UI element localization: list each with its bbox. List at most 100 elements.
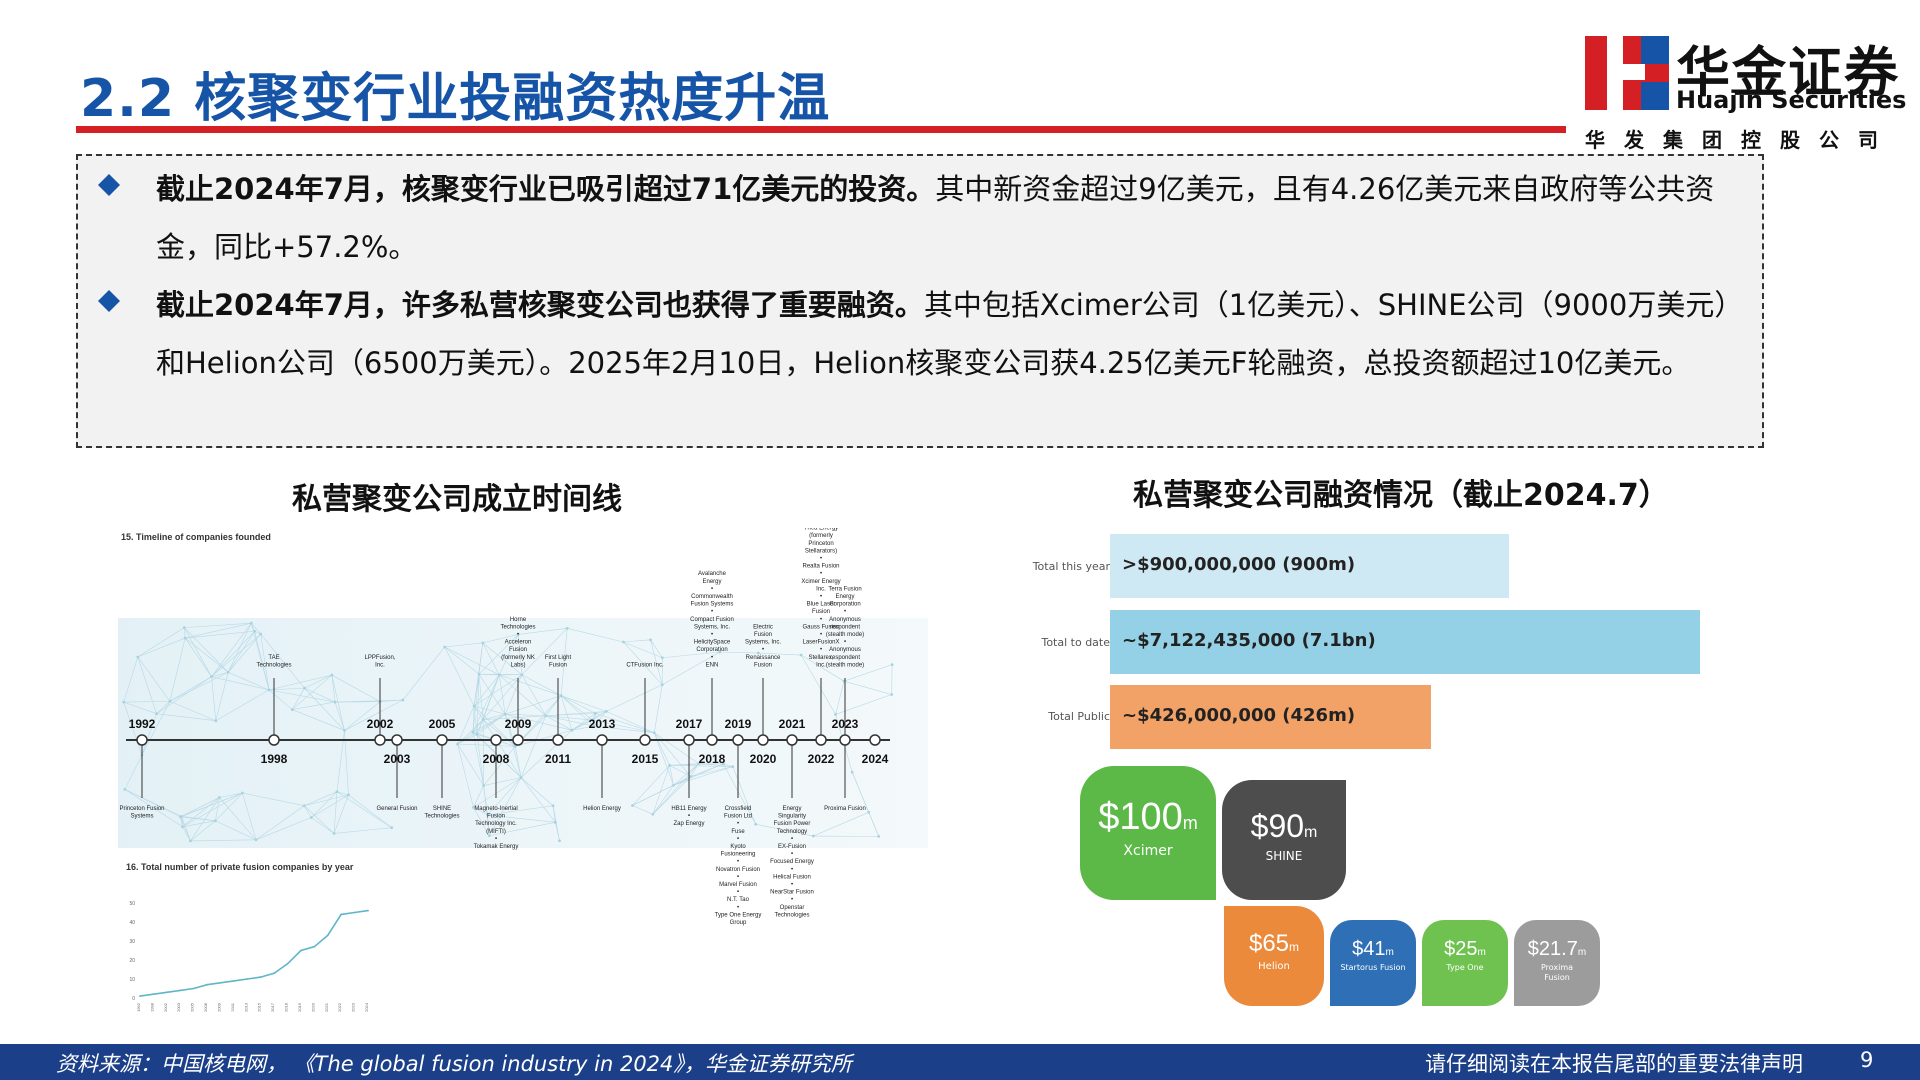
x-tick-label: 2023	[351, 1002, 356, 1012]
card-amount: $41	[1352, 938, 1386, 960]
timeline-year-label: 2021	[779, 717, 806, 731]
logo-subtitle: 华发集团控股公司	[1585, 128, 1897, 152]
growth-line	[139, 909, 369, 997]
card-unit: m	[1304, 824, 1318, 841]
diamond-bullet-icon	[98, 290, 120, 312]
y-tick-label: 10	[129, 977, 135, 983]
timeline-year-label: 2024	[862, 752, 889, 766]
card-name: Startorus Fusion	[1340, 963, 1406, 972]
timeline-year-label: 2020	[750, 752, 777, 766]
company-card-shine: $90m SHINE	[1222, 780, 1346, 900]
x-tick-label: 1998	[149, 1002, 154, 1012]
card-amount: $100	[1098, 796, 1183, 838]
company-card-helion: $65m Helion	[1224, 906, 1324, 1006]
growth-point	[192, 987, 195, 990]
growth-point	[313, 945, 316, 948]
funding-bar-to-date: ~$7,122,435,000 (7.1bn)	[1110, 610, 1700, 674]
card-amount: $21.7	[1527, 938, 1578, 960]
card-amount: $65	[1248, 930, 1290, 957]
bullet-text: 其中新资金超过9亿美元，且有4.26亿美元来自政府等公共资金，同比+57.2%。	[156, 172, 1715, 264]
timeline-item-2022: 2022Deutelio•Thea Energy(formerlyPrincet…	[801, 528, 840, 766]
card-unit: m	[1577, 947, 1587, 958]
y-tick-label: 20	[129, 958, 135, 964]
bullet-text: 其中包括Xcimer公司（1亿美元）、SHINE公司（9000万美元）和Heli…	[156, 288, 1744, 380]
timeline-section-title: 私营聚变公司成立时间线	[292, 482, 622, 517]
x-tick-label: 2018	[284, 1002, 289, 1012]
timeline-year-label: 2005	[429, 717, 456, 731]
growth-chart-title: 16. Total number of private fusion compa…	[126, 862, 354, 872]
y-tick-label: 30	[129, 939, 135, 945]
x-tick-label: 2005	[190, 1002, 195, 1012]
growth-point	[367, 909, 369, 912]
company-card-type-one: $25m Type One	[1422, 920, 1508, 1006]
growth-point	[139, 995, 141, 997]
x-tick-label: 2017	[270, 1002, 275, 1012]
timeline-below-label: HB11 Energy•Zap Energy	[671, 806, 706, 827]
card-name: Proxima Fusion	[1540, 963, 1574, 982]
timeline-year-label: 2013	[589, 717, 616, 731]
timeline-below-label: Proxima Fusion	[824, 806, 866, 812]
growth-point	[259, 976, 262, 978]
page-number: 9	[1860, 1048, 1874, 1072]
bar-value: ~$426,000,000 (426m)	[1122, 705, 1356, 726]
timeline-below-label: Helion Energy	[583, 806, 621, 812]
timeline-year-label: 2017	[676, 717, 703, 731]
footer-legal-notice: 请仔细阅读在本报告尾部的重要法律声明	[1425, 1052, 1803, 1076]
card-name: Helion	[1258, 961, 1290, 972]
growth-point	[165, 991, 168, 994]
growth-point	[232, 980, 235, 982]
x-tick-label: 2002	[163, 1002, 168, 1012]
y-tick-label: 0	[132, 996, 135, 1002]
growth-point	[152, 993, 155, 996]
bar-value: >$900,000,000 (900m)	[1122, 554, 1356, 575]
timeline-year-label: 1992	[129, 717, 156, 731]
bullet-bold-text: 截止2024年7月，许多私营核聚变公司也获得了重要融资。	[156, 288, 924, 322]
x-tick-label: 2013	[243, 1002, 248, 1012]
x-tick-label: 2015	[257, 1002, 262, 1012]
timeline-year-label: 2022	[808, 752, 835, 766]
card-amount: $25	[1444, 938, 1478, 960]
bar-label: Total to date	[1041, 636, 1110, 649]
growth-point	[353, 911, 356, 914]
growth-point	[219, 981, 222, 984]
y-tick-label: 40	[129, 920, 135, 926]
card-name: Type One	[1446, 963, 1484, 972]
company-card-proxima: $21.7m Proxima Fusion	[1514, 920, 1600, 1006]
x-tick-label: 2019	[297, 1002, 302, 1012]
growth-point	[206, 983, 208, 986]
page-title: 2.2 核聚变行业投融资热度升温	[80, 69, 831, 129]
growth-point	[326, 934, 329, 937]
x-tick-label: 2011	[230, 1002, 235, 1011]
x-tick-label: 2024	[364, 1002, 369, 1012]
card-name: Xcimer	[1123, 843, 1173, 859]
summary-bullet: 截止2024年7月，许多私营核聚变公司也获得了重要融资。其中包括Xcimer公司…	[98, 276, 1748, 392]
huajin-logo-icon	[1585, 36, 1669, 110]
title-underline	[76, 126, 1566, 133]
summary-bullet: 截止2024年7月，核聚变行业已吸引超过71亿美元的投资。其中新资金超过9亿美元…	[98, 160, 1748, 276]
logo-english-name: Huajin Securities	[1676, 86, 1907, 114]
footer-source: 资料来源：中国核电网， 《The global fusion industry …	[56, 1052, 852, 1076]
funding-bar-public: ~$426,000,000 (426m)	[1110, 685, 1432, 749]
funding-section-title: 私营聚变公司融资情况（截止2024.7）	[1133, 478, 1669, 513]
timeline-year-label: 1998	[261, 752, 288, 766]
timeline-above-label: CTFusion Inc.	[626, 662, 664, 668]
card-name: SHINE	[1265, 849, 1303, 863]
